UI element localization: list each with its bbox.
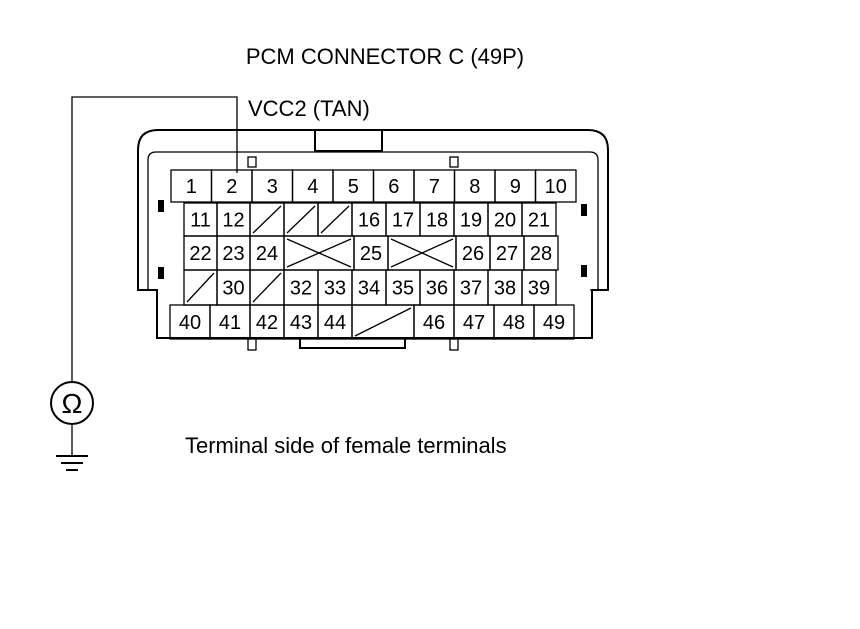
terminal-label: 25 [360,243,382,265]
terminal-label: 20 [494,210,516,232]
blank-cavity-mark [186,272,215,303]
terminal-label: 30 [222,278,244,300]
terminal-label: 46 [423,312,445,334]
caption: Terminal side of female terminals [185,433,507,458]
terminal-label: 18 [426,210,448,232]
terminal-label: 21 [528,210,550,232]
terminal-label: 49 [543,312,565,334]
terminal-label: 39 [528,278,550,300]
terminal-label: 36 [426,278,448,300]
terminal-label: 34 [358,278,380,300]
wire-label: VCC2 (TAN) [248,96,370,121]
terminal-label: 44 [324,312,346,334]
terminal-label: 48 [503,312,525,334]
terminal-label: 42 [256,312,278,334]
terminal-label: 16 [358,210,380,232]
ohm-symbol: Ω [62,388,83,419]
connector-housing [137,129,609,351]
terminal-label: 35 [392,278,414,300]
terminal-label: 28 [530,243,552,265]
terminal-label: 41 [219,312,241,334]
pin-cavity [534,169,577,203]
terminal-label: 19 [460,210,482,232]
terminal-label: 23 [222,243,244,265]
terminal-label: 33 [324,278,346,300]
terminal-label: 10 [545,176,567,198]
terminal-label: 22 [189,243,211,265]
terminal-label: 11 [190,210,211,232]
pin-cavity [533,304,575,340]
terminal-label: 47 [463,312,485,334]
terminal-label: 40 [179,312,201,334]
blank-cavity-mark [390,238,454,268]
terminal-label: 7 [429,176,440,198]
blank-cavity-mark [286,205,316,234]
blank-cavity-mark [252,205,282,234]
terminal-label: 24 [256,243,278,265]
terminal-label: 8 [469,176,480,198]
terminal-label: 26 [462,243,484,265]
terminal-label: 2 [226,176,237,198]
terminal-label: 12 [222,210,244,232]
terminal-label: 1 [186,176,197,198]
blank-cavity-mark [286,238,352,268]
terminal-label: 6 [388,176,399,198]
diagram-title: PCM CONNECTOR C (49P) [246,44,524,69]
blank-cavity-mark [320,205,350,234]
terminal-label: 3 [267,176,278,198]
blank-cavity-mark [252,272,282,303]
terminal-label: 17 [392,210,414,232]
terminal-label: 27 [496,243,518,265]
ground-icon [56,455,88,471]
terminal-label: 43 [290,312,312,334]
terminal-label: 4 [307,176,318,198]
terminal-label: 5 [348,176,359,198]
terminal-label: 37 [460,278,482,300]
terminal-label: 38 [494,278,516,300]
terminal-label: 32 [290,278,312,300]
probe-wire [71,96,238,382]
terminal-label: 9 [510,176,521,198]
ohmmeter-icon: Ω [50,381,94,425]
blank-cavity-mark [354,307,412,337]
